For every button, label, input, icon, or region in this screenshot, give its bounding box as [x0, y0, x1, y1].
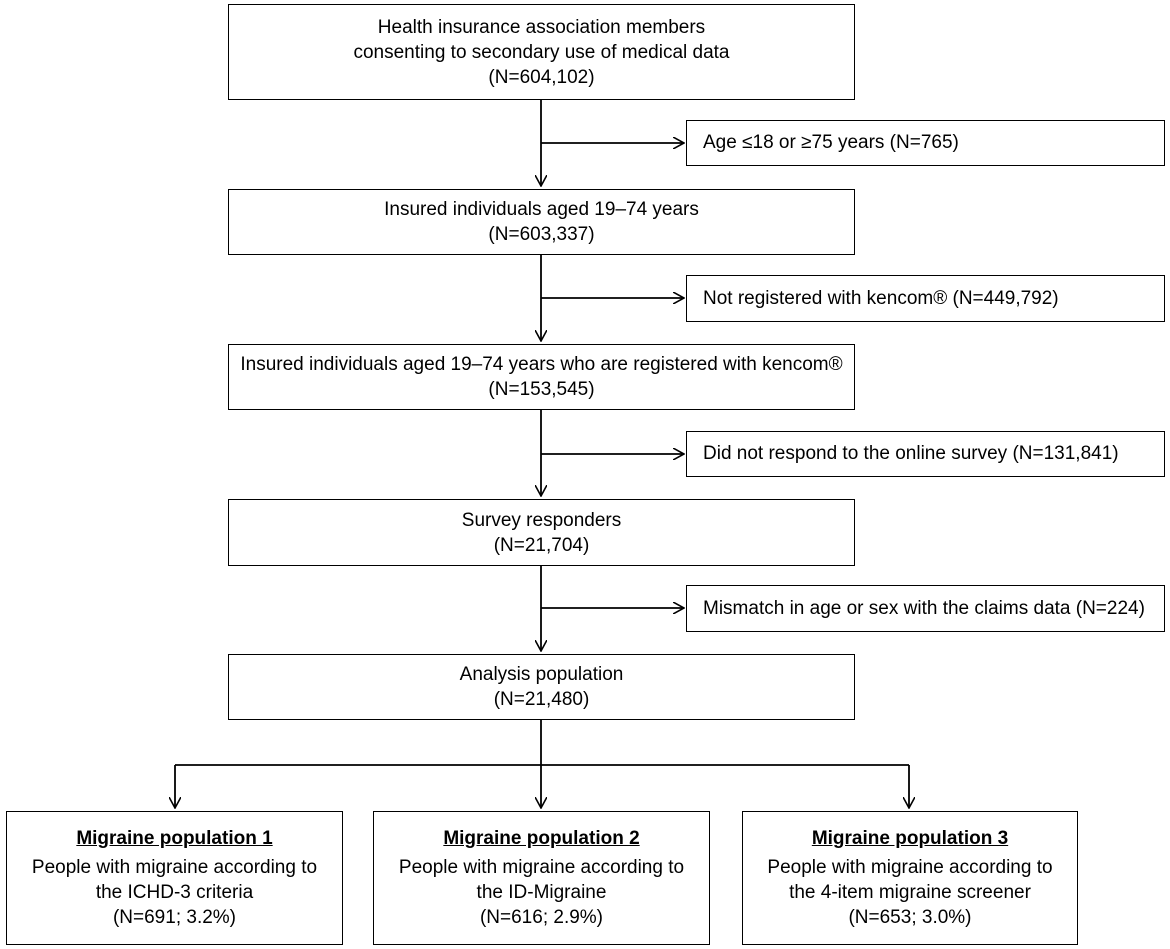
migraine-population-1: Migraine population 1 People with migrai…	[6, 811, 343, 945]
box-registered-kencom: Insured individuals aged 19–74 years who…	[228, 344, 855, 410]
population-line: the ICHD-3 criteria	[95, 882, 254, 903]
population-line: the 4-item migraine screener	[789, 882, 1031, 903]
population-line: (N=616; 2.9%)	[479, 907, 604, 928]
migraine-population-2: Migraine population 2 People with migrai…	[373, 811, 710, 945]
box-survey-responders: Survey responders (N=21,704)	[228, 499, 855, 566]
exclusion-label: Did not respond to the online survey (N=…	[703, 443, 1119, 464]
population-line: the ID-Migraine	[476, 882, 607, 903]
population-line: People with migraine according to	[767, 857, 1053, 878]
population-line: (N=653; 3.0%)	[848, 907, 972, 928]
population-line: People with migraine according to	[31, 857, 318, 878]
box-line: (N=21,480)	[493, 689, 590, 710]
box-line: (N=603,337)	[488, 224, 595, 245]
exclusion-label: Mismatch in age or sex with the claims d…	[703, 597, 1145, 619]
box-analysis-population: Analysis population (N=21,480)	[228, 654, 855, 720]
box-line: (N=21,704)	[493, 534, 590, 556]
exclusion-no-response: Did not respond to the online survey (N=…	[686, 431, 1165, 477]
population-title: Migraine population 2	[443, 828, 640, 849]
box-line: Insured individuals aged 19–74 years who…	[240, 354, 843, 375]
box-line: consenting to secondary use of medical d…	[353, 41, 730, 63]
population-line: (N=691; 3.2%)	[112, 907, 237, 928]
box-line: Survey responders	[461, 509, 622, 531]
box-line: Health insurance association members	[377, 16, 706, 38]
box-aged-19-74: Insured individuals aged 19–74 years (N=…	[228, 189, 855, 255]
population-title: Migraine population 1	[76, 828, 273, 849]
migraine-population-3: Migraine population 3 People with migrai…	[742, 811, 1078, 945]
exclusion-not-registered: Not registered with kencom® (N=449,792)	[686, 275, 1165, 322]
box-line: (N=153,545)	[488, 379, 595, 400]
population-title: Migraine population 3	[811, 828, 1009, 849]
exclusion-mismatch: Mismatch in age or sex with the claims d…	[686, 585, 1165, 632]
box-line: Insured individuals aged 19–74 years	[384, 199, 699, 220]
box-line: Analysis population	[459, 664, 624, 685]
box-line: (N=604,102)	[488, 66, 595, 88]
box-consenting-members: Health insurance association members con…	[228, 4, 855, 100]
exclusion-age: Age ≤18 or ≥75 years (N=765)	[686, 120, 1165, 166]
exclusion-label: Age ≤18 or ≥75 years (N=765)	[703, 132, 959, 153]
exclusion-label: Not registered with kencom® (N=449,792)	[703, 287, 1059, 309]
population-line: People with migraine according to	[398, 857, 685, 878]
